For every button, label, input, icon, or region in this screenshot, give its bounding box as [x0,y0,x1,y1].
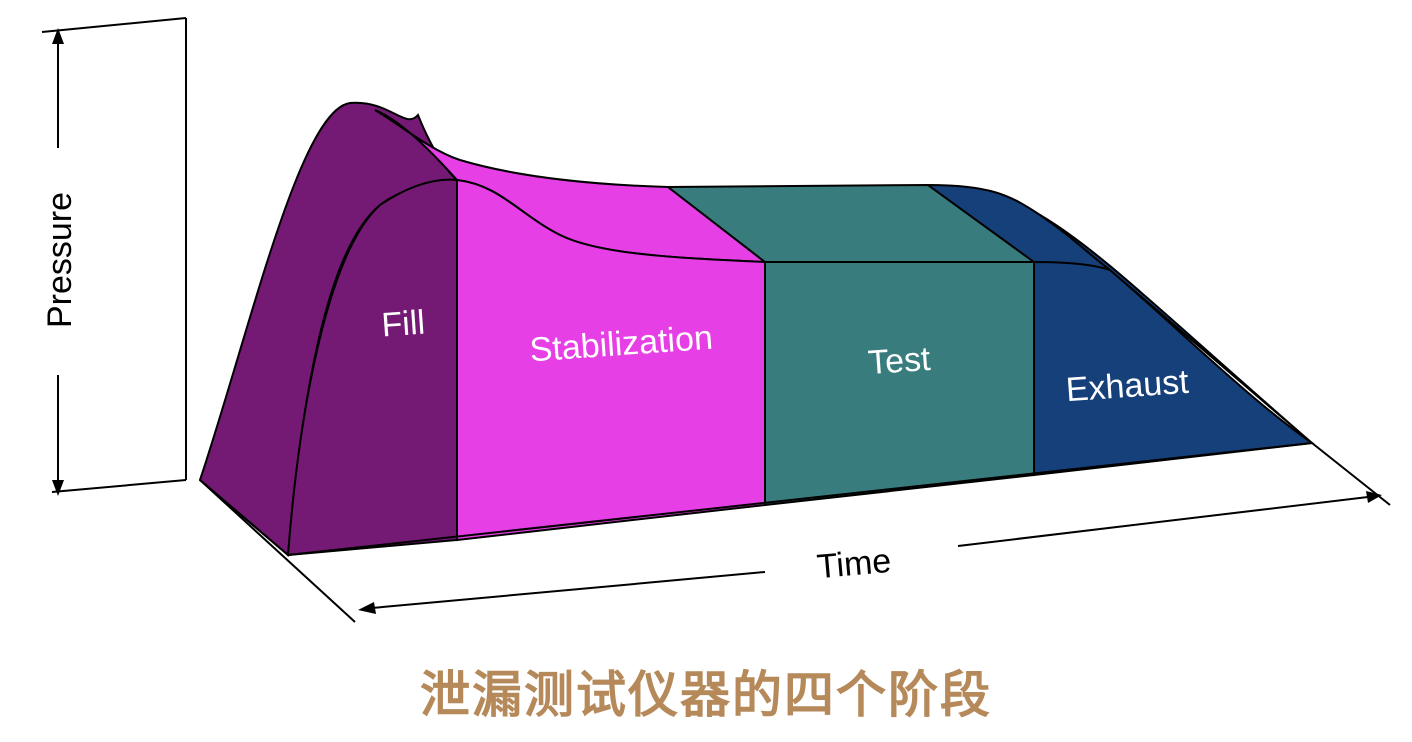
base-front-edge [287,442,1313,556]
pressure-arrowhead-up [52,28,64,44]
time-arrowhead-left [358,602,376,614]
fill-front-face [286,178,458,557]
time-axis [199,442,1391,623]
pressure-axis-bottom-line [51,479,187,493]
stabilization-front-face [456,178,766,542]
stage-label-test: Test [867,340,932,382]
time-arrowhead-right [1366,491,1382,503]
pressure-axis-top-line [41,17,187,33]
stage-label-fill: Fill [380,304,426,345]
pressure-axis [41,17,187,496]
exhaust-side-slope [1039,214,1313,444]
time-axis-arrow-right [957,496,1369,547]
time-axis-left-guide [199,479,356,623]
diagram-caption: 泄漏测试仪器的四个阶段 [420,666,992,724]
test-front-face [764,261,1035,507]
pressure-axis-label: Pressure [41,192,79,328]
time-axis-label: Time [815,542,892,586]
stage-label-exhaust: Exhaust [1065,363,1191,410]
pressure-arrowhead-down [52,480,64,496]
time-axis-arrow-left [371,571,766,609]
